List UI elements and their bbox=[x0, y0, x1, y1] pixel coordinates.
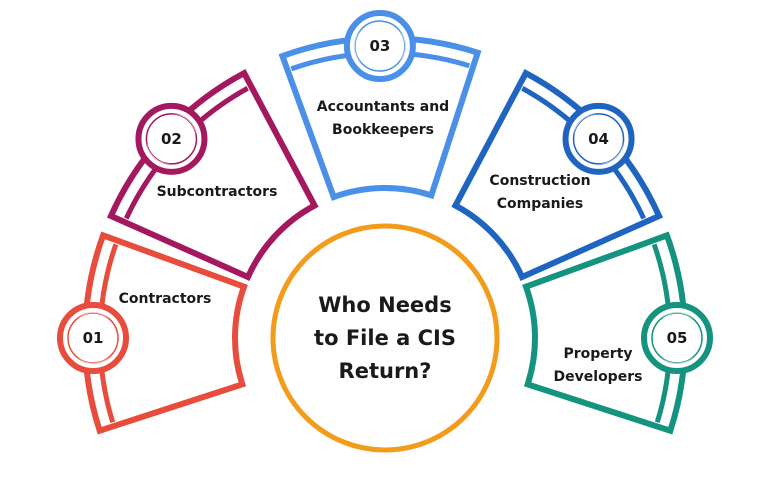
segment-shape bbox=[82, 231, 248, 435]
title-line-2: to File a CIS bbox=[314, 326, 456, 350]
segment-shape bbox=[106, 69, 319, 281]
segment-shape bbox=[522, 231, 688, 435]
badge-number: 01 bbox=[83, 329, 104, 347]
number-badge: 02 bbox=[135, 102, 208, 175]
badge-number: 03 bbox=[369, 37, 390, 55]
segment-label-line: Subcontractors bbox=[157, 184, 278, 200]
center-ring bbox=[270, 223, 500, 453]
segment-subcontractors: Subcontractors 02 bbox=[106, 69, 319, 281]
title-line-1: Who Needs bbox=[318, 293, 451, 317]
center-circle: Who Needs to File a CIS Return? bbox=[270, 223, 500, 453]
segment-shape bbox=[278, 35, 482, 201]
badge-number: 05 bbox=[667, 329, 688, 347]
segment-label-line: Bookkeepers bbox=[332, 122, 434, 138]
segment-label-line: Contractors bbox=[119, 291, 212, 307]
segment-label-line: Construction bbox=[489, 173, 590, 189]
badge-number: 02 bbox=[161, 130, 182, 148]
segment-label-line: Property bbox=[563, 346, 632, 362]
title-line-3: Return? bbox=[339, 359, 432, 383]
segment-label-line: Accountants and bbox=[317, 99, 449, 115]
number-badge: 03 bbox=[343, 10, 416, 83]
number-badge: 05 bbox=[641, 302, 713, 374]
segment-label-line: Developers bbox=[554, 369, 643, 385]
number-badge: 01 bbox=[57, 302, 129, 374]
segment-label-line: Companies bbox=[497, 196, 584, 212]
segment-shape bbox=[451, 69, 664, 281]
number-badge: 04 bbox=[562, 102, 635, 175]
segment-contractors: Contractors 01 bbox=[57, 231, 248, 435]
badge-number: 04 bbox=[588, 130, 609, 148]
